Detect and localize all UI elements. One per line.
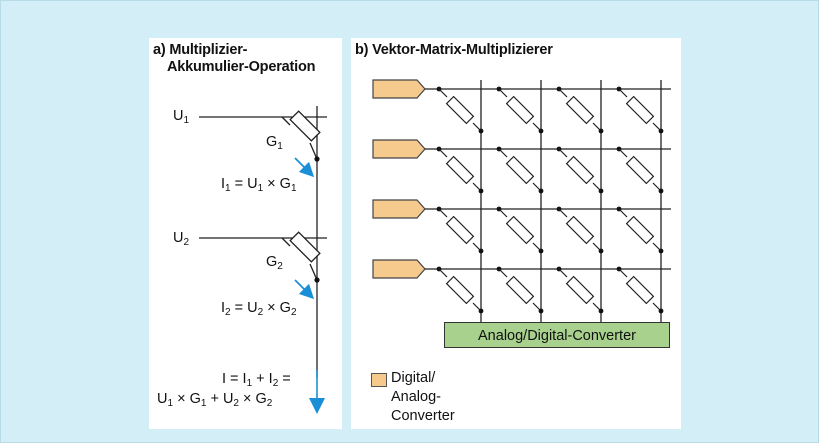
junction-dot — [478, 188, 484, 194]
resistor — [505, 215, 535, 245]
resistor — [505, 275, 535, 305]
resistor — [565, 95, 595, 125]
current-arrow-1 — [294, 157, 315, 178]
resistor — [625, 275, 655, 305]
mac-circuit — [199, 106, 327, 414]
junction-dot — [538, 308, 544, 314]
junction-dot — [598, 188, 604, 194]
dac-block-4 — [372, 259, 426, 279]
equation-i2: I2 = U2 × G2 — [221, 300, 297, 318]
label-u2: U2 — [173, 230, 190, 248]
panel-a-title-line2: Akkumulier-Operation — [167, 59, 316, 75]
panel-a-title-line1: a) Multiplizier- — [153, 42, 248, 58]
equation-expanded: U1 × G1 + U2 × G2 — [157, 391, 273, 409]
crossbar-array — [372, 79, 671, 322]
current-arrow-2 — [294, 279, 315, 300]
junction-dot — [598, 308, 604, 314]
junction-dot — [314, 156, 320, 162]
junction-dot — [478, 248, 484, 254]
resistor — [505, 95, 535, 125]
resistor-g1 — [289, 110, 321, 142]
panel-a-title: a) Multiplizier- Akkumulier-Operation — [153, 42, 315, 76]
resistor — [565, 155, 595, 185]
junction-dot — [598, 128, 604, 134]
resistor — [445, 95, 475, 125]
junction-dot — [658, 188, 664, 194]
dac-legend-swatch — [371, 373, 387, 387]
junction-dot — [598, 248, 604, 254]
resistor — [445, 155, 475, 185]
junction-dot — [658, 308, 664, 314]
resistor-g2 — [289, 231, 321, 263]
junction-dot — [538, 248, 544, 254]
resistor — [625, 95, 655, 125]
dac-block-1 — [372, 79, 426, 99]
panel-b-title: b) Vektor-Matrix-Multiplizierer — [355, 42, 553, 58]
adc-block: Analog/Digital-Converter — [444, 322, 670, 348]
label-g2: G2 — [266, 254, 283, 272]
dac-block-2 — [372, 139, 426, 159]
resistor — [565, 275, 595, 305]
equation-sum: I = I1 + I2 = — [222, 371, 291, 389]
resistor — [445, 215, 475, 245]
junction-dot — [478, 128, 484, 134]
label-g1: G1 — [266, 134, 283, 152]
junction-dot — [658, 128, 664, 134]
label-u1: U1 — [173, 108, 190, 126]
resistor — [445, 275, 475, 305]
junction-dot — [538, 128, 544, 134]
dac-legend-label: Digital/ Analog- Converter — [391, 370, 455, 424]
dac-block-3 — [372, 199, 426, 219]
panel-multiply-accumulate: a) Multiplizier- Akkumulier-Operation — [149, 38, 342, 429]
equation-i1: I1 = U1 × G1 — [221, 176, 297, 194]
junction-dot — [478, 308, 484, 314]
junction-dot — [658, 248, 664, 254]
resistor — [505, 155, 535, 185]
resistor — [565, 215, 595, 245]
junction-dot — [538, 188, 544, 194]
resistor — [625, 215, 655, 245]
panel-vector-matrix: b) Vektor-Matrix-Multiplizierer Analog/D… — [351, 38, 681, 429]
resistor — [625, 155, 655, 185]
